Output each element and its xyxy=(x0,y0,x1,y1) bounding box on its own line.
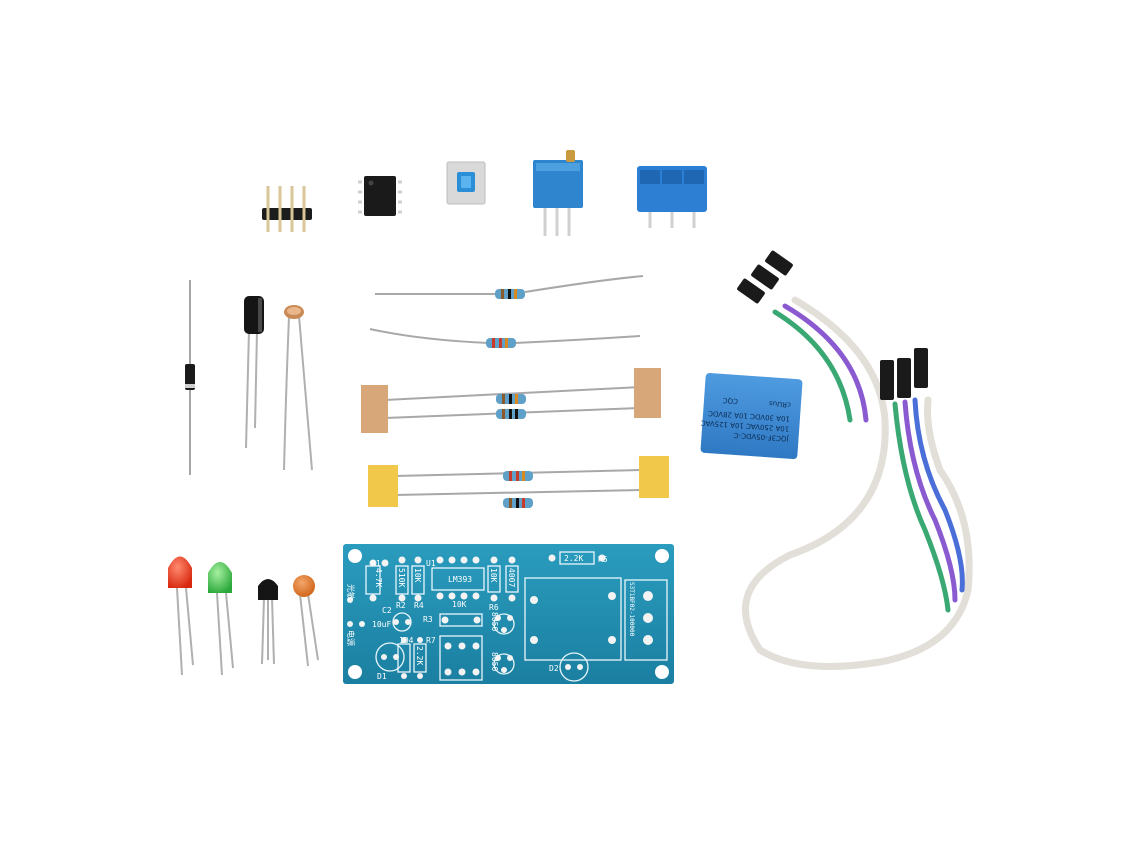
electrolytic-capacitor xyxy=(244,296,264,449)
pcb-label-r3: R3 xyxy=(423,615,433,624)
pcb-label-10k-b: 10K xyxy=(489,568,498,583)
pcb-label-r4: R4 xyxy=(414,601,424,610)
relay-cqc-text: CQC xyxy=(722,396,738,405)
relay-cert-text: cRUus xyxy=(768,399,791,409)
resistor-1 xyxy=(375,275,644,299)
transistor xyxy=(258,579,278,665)
pcb-label-4k7: 4.7K xyxy=(374,568,383,587)
pcb-label-r2: R2 xyxy=(396,601,406,610)
pcb-label-104: 104 xyxy=(399,636,414,645)
pcb-label-r1: R1 xyxy=(371,559,381,568)
tactile-switch xyxy=(446,161,486,205)
pcb-label-photosensitive: 光敏 xyxy=(346,584,356,600)
green-led xyxy=(208,562,234,676)
pcb-board: R1 R2 R3 R4 R5 R6 R7 U1 C2 D1 D2 LM393 1… xyxy=(343,544,674,684)
pcb-label-d2: D2 xyxy=(549,664,559,673)
pcb-label-power: 电源 xyxy=(346,630,356,646)
pcb-label-8050-b: 8050 xyxy=(490,652,499,671)
pcb-label-10k-pot: 10K xyxy=(452,600,467,609)
resistor-strip-yellow xyxy=(368,456,669,508)
pcb-label-c2: C2 xyxy=(382,606,392,615)
diode xyxy=(185,280,195,475)
pcb-label-d1: D1 xyxy=(377,672,387,681)
pcb-label-r7: R7 xyxy=(426,636,436,645)
pcb-label-lm393: LM393 xyxy=(448,575,472,584)
trimmer-potentiometer xyxy=(533,150,583,236)
pcb-label-r5: R5 xyxy=(598,555,608,564)
photoresistor xyxy=(283,305,313,471)
pcb-label-8050-a: 8050 xyxy=(490,612,499,631)
pcb-label-2k2-bottom: 2.2K xyxy=(415,646,424,665)
terminal-block xyxy=(637,166,707,228)
pcb-label-plus: + xyxy=(360,619,365,628)
pcb-label-4007: 4007 xyxy=(507,568,516,587)
red-led xyxy=(168,556,194,676)
pcb-label-510k: 510K xyxy=(397,568,406,587)
pcb-label-10k-a: 10K xyxy=(413,568,422,583)
pcb-label-2k2-top: 2.2K xyxy=(564,554,583,563)
resistor-strip-tape xyxy=(361,368,661,433)
pcb-label-10uf: 10uF xyxy=(372,620,391,629)
pcb-label-relay-pads: S3T1BF02-100000 xyxy=(628,582,635,637)
ceramic-capacitor xyxy=(293,575,319,667)
relay: JQC3F-05VDC-C 10A 250VAC 10A 125VAC 10A … xyxy=(700,373,803,460)
pcb-label-u1: U1 xyxy=(426,559,436,568)
dip8-ic xyxy=(358,176,402,216)
pin-header xyxy=(262,186,312,232)
pcb-label-r6: R6 xyxy=(489,603,499,612)
jumper-cable xyxy=(737,250,973,670)
resistor-2 xyxy=(369,328,641,348)
relay-model-text: JQC3F-05VDC-C xyxy=(733,431,789,443)
